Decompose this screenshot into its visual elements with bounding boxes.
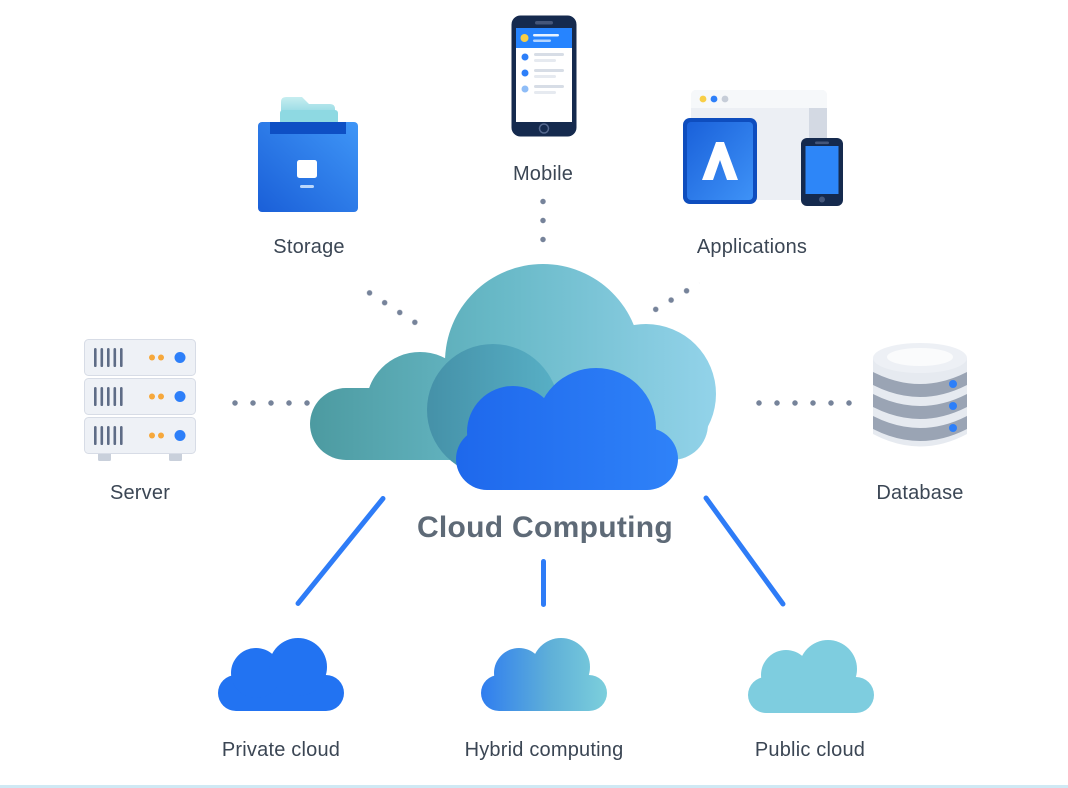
small-phone: [801, 138, 843, 206]
storage-box-slot: [270, 122, 346, 134]
database-label: Database: [876, 482, 964, 504]
dotted-connector-cloud-to-database: [750, 400, 854, 406]
public-cloud-label: Public cloud: [754, 739, 866, 761]
header-dot: [520, 34, 529, 42]
bottom-edge-line: [0, 785, 1068, 788]
server-label: Server: [109, 482, 171, 504]
storage-label: Storage: [273, 236, 345, 258]
solid-connector-cloud-to-public: [702, 494, 787, 608]
storage-slot-line: [300, 185, 314, 188]
phone-list-rows: [521, 53, 564, 94]
applications-label: Applications: [696, 236, 808, 258]
dotted-connector-mobile-to-cloud: [540, 192, 546, 250]
dotted-connector-server-to-cloud: [226, 400, 332, 406]
private-cloud-label: Private cloud: [221, 739, 341, 761]
applications-devices-icon: [683, 90, 843, 206]
phone-app-header: [516, 28, 572, 48]
database-bands: [873, 372, 967, 441]
server-foot: [169, 453, 182, 461]
mobile-label: Mobile: [512, 163, 574, 185]
cloud-computing-icon: [310, 264, 716, 490]
tablet-logo: [702, 142, 738, 180]
database-cylinder-icon: [873, 343, 967, 447]
server-rack-icon: [84, 339, 196, 461]
solid-connector-cloud-to-private: [294, 495, 387, 607]
front-blue-cloud-shape: [456, 368, 678, 490]
hybrid-computing-label: Hybrid computing: [464, 739, 624, 761]
browser-dot-blue: [710, 95, 718, 103]
storage-icon: [258, 97, 358, 212]
private-cloud-icon: [218, 638, 344, 711]
hybrid-cloud-icon: [481, 638, 607, 711]
tablet: [683, 118, 757, 204]
storage-handle: [297, 160, 317, 178]
public-cloud-icon: [748, 640, 874, 713]
phone-speaker: [535, 21, 553, 25]
solid-connector-cloud-to-hybrid: [541, 559, 546, 607]
diagram-title: Cloud Computing: [416, 511, 674, 544]
cloud-types-row: [218, 638, 874, 713]
database-status-dots: [949, 380, 957, 432]
server-foot: [98, 453, 111, 461]
browser-dot-yellow: [699, 95, 707, 103]
phone-home-button: [538, 123, 550, 134]
browser-dot-gray: [721, 95, 729, 103]
mobile-phone-icon: [511, 15, 577, 137]
